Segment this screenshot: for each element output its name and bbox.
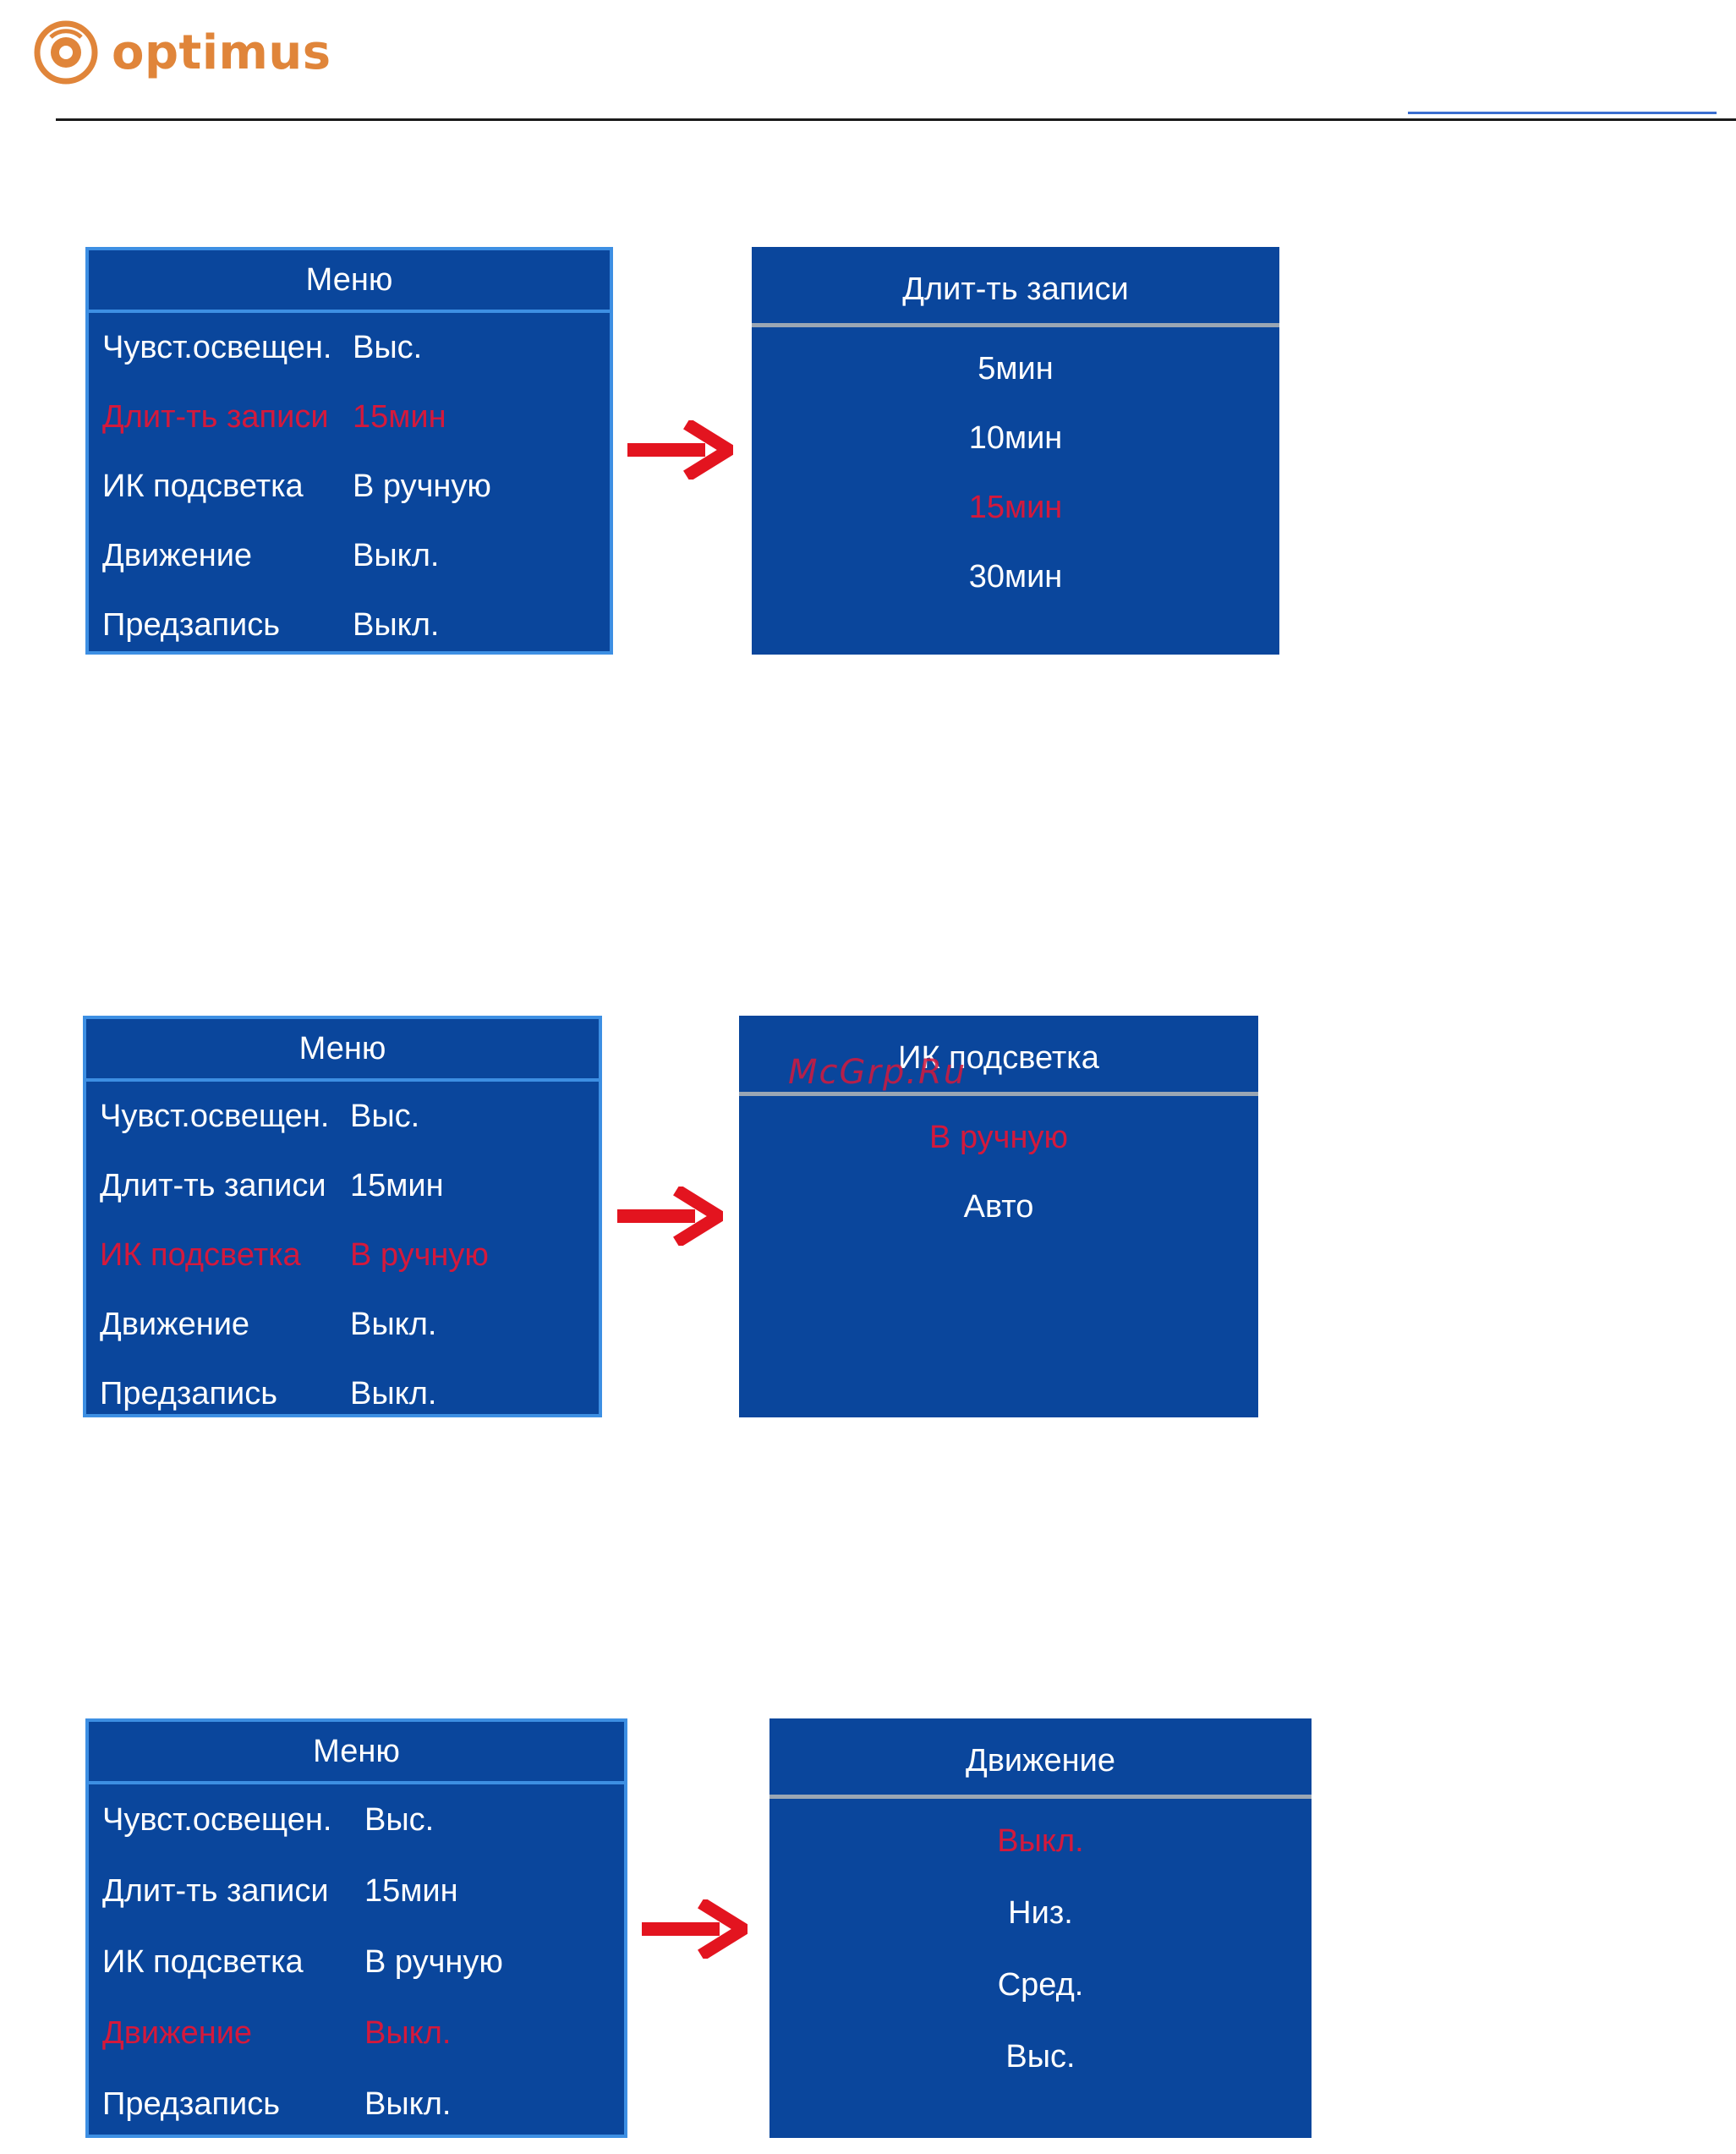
- menu-row-value: 15мин: [364, 1872, 458, 1909]
- submenu-option[interactable]: Авто: [963, 1189, 1034, 1225]
- submenu-option[interactable]: Выс.: [1005, 2039, 1076, 2075]
- submenu-option[interactable]: 30мин: [968, 559, 1063, 595]
- menu-row-record-duration[interactable]: Длит-ть записи 15мин: [89, 1855, 624, 1927]
- menu-row-motion[interactable]: Движение Выкл.: [86, 1290, 599, 1359]
- menu-panel-3: Меню Чувст.освещен. Выс. Длит-ть записи …: [85, 1718, 627, 2138]
- submenu-title: Длит-ть записи: [752, 247, 1279, 327]
- menu-row-ir-light[interactable]: ИК подсветка В ручную: [89, 452, 610, 521]
- submenu-panel-2: ИК подсветка В ручную Авто: [739, 1016, 1258, 1417]
- menu-row-ir-light[interactable]: ИК подсветка В ручную: [89, 1927, 624, 1998]
- header-divider: [56, 118, 1736, 121]
- menu-row-label: Движение: [102, 537, 253, 573]
- menu-row-label: Чувст.освещен.: [100, 1098, 330, 1134]
- menu-row-light-sensitivity[interactable]: Чувст.освещен. Выс.: [89, 313, 610, 382]
- menu-row-label: Чувст.освещен.: [102, 329, 332, 365]
- submenu-title: Движение: [769, 1718, 1312, 1799]
- menu-row-record-duration[interactable]: Длит-ть записи 15мин: [89, 382, 610, 452]
- menu-row-value: Выс.: [350, 1098, 420, 1134]
- menu-row-label: ИК подсветка: [102, 1943, 304, 1980]
- submenu-option[interactable]: 10мин: [968, 420, 1063, 456]
- menu-row-label: Движение: [100, 1306, 250, 1342]
- menu-row-value: В ручную: [350, 1236, 489, 1273]
- submenu-panel-1: Длит-ть записи 5мин 10мин 15мин 30мин: [752, 247, 1279, 655]
- menu-row-label: ИК подсветка: [100, 1236, 301, 1273]
- menu-panel-1: Меню Чувст.освещен. Выс. Длит-ть записи …: [85, 247, 613, 655]
- submenu-option-selected[interactable]: В ручную: [929, 1120, 1068, 1155]
- menu-row-label: Предзапись: [102, 606, 281, 643]
- brand-name: optimus: [112, 25, 331, 80]
- menu-row-motion[interactable]: Движение Выкл.: [89, 521, 610, 590]
- menu-row-pre-record[interactable]: Предзапись Выкл.: [89, 2069, 624, 2140]
- menu-row-label: ИК подсветка: [102, 468, 304, 504]
- menu-row-motion[interactable]: Движение Выкл.: [89, 1998, 624, 2069]
- menu-panel-2: Меню Чувст.освещен. Выс. Длит-ть записи …: [83, 1016, 602, 1417]
- arrow-right-icon: [642, 1899, 748, 1959]
- menu-row-record-duration[interactable]: Длит-ть записи 15мин: [86, 1151, 599, 1220]
- menu-title: Меню: [89, 1722, 624, 1784]
- submenu-option[interactable]: Низ.: [1008, 1895, 1073, 1931]
- menu-row-value: Выкл.: [350, 1375, 437, 1411]
- menu-row-value: Выс.: [364, 1801, 435, 1838]
- submenu-panel-3: Движение Выкл. Низ. Сред. Выс.: [769, 1718, 1312, 2138]
- menu-row-value: Выкл.: [350, 1306, 437, 1342]
- menu-row-pre-record[interactable]: Предзапись Выкл.: [89, 590, 610, 660]
- header-link-underline[interactable]: [1408, 112, 1717, 114]
- menu-row-value: Выкл.: [353, 606, 440, 643]
- menu-row-value: В ручную: [353, 468, 491, 504]
- submenu-option-selected[interactable]: Выкл.: [997, 1823, 1084, 1859]
- menu-row-label: Движение: [102, 2014, 253, 2051]
- menu-row-label: Длит-ть записи: [100, 1167, 326, 1203]
- menu-row-light-sensitivity[interactable]: Чувст.освещен. Выс.: [86, 1082, 599, 1151]
- arrow-right-icon: [627, 420, 733, 480]
- menu-row-label: Чувст.освещен.: [102, 1801, 332, 1838]
- submenu-option[interactable]: Сред.: [997, 1967, 1084, 2003]
- menu-row-label: Длит-ть записи: [102, 1872, 329, 1909]
- submenu-option[interactable]: 5мин: [978, 351, 1054, 386]
- menu-title: Меню: [86, 1019, 599, 1082]
- optimus-logo-icon: [34, 20, 98, 85]
- menu-row-light-sensitivity[interactable]: Чувст.освещен. Выс.: [89, 1784, 624, 1855]
- submenu-option-selected[interactable]: 15мин: [968, 490, 1063, 525]
- menu-row-value: 15мин: [350, 1167, 444, 1203]
- menu-row-value: Выкл.: [353, 537, 440, 573]
- menu-row-value: В ручную: [364, 1943, 503, 1980]
- menu-row-value: Выкл.: [364, 2014, 452, 2051]
- menu-row-label: Предзапись: [102, 2085, 281, 2122]
- watermark: McGrp.Ru: [788, 1053, 967, 1092]
- menu-row-label: Длит-ть записи: [102, 398, 329, 435]
- brand-logo: optimus: [32, 19, 331, 86]
- menu-row-value: Выкл.: [364, 2085, 452, 2122]
- menu-title: Меню: [89, 250, 610, 313]
- submenu-title: ИК подсветка: [739, 1016, 1258, 1096]
- menu-row-value: Выс.: [353, 329, 423, 365]
- menu-row-label: Предзапись: [100, 1375, 278, 1411]
- menu-row-value: 15мин: [353, 398, 446, 435]
- menu-row-pre-record[interactable]: Предзапись Выкл.: [86, 1359, 599, 1428]
- arrow-right-icon: [617, 1187, 723, 1246]
- menu-row-ir-light[interactable]: ИК подсветка В ручную: [86, 1220, 599, 1290]
